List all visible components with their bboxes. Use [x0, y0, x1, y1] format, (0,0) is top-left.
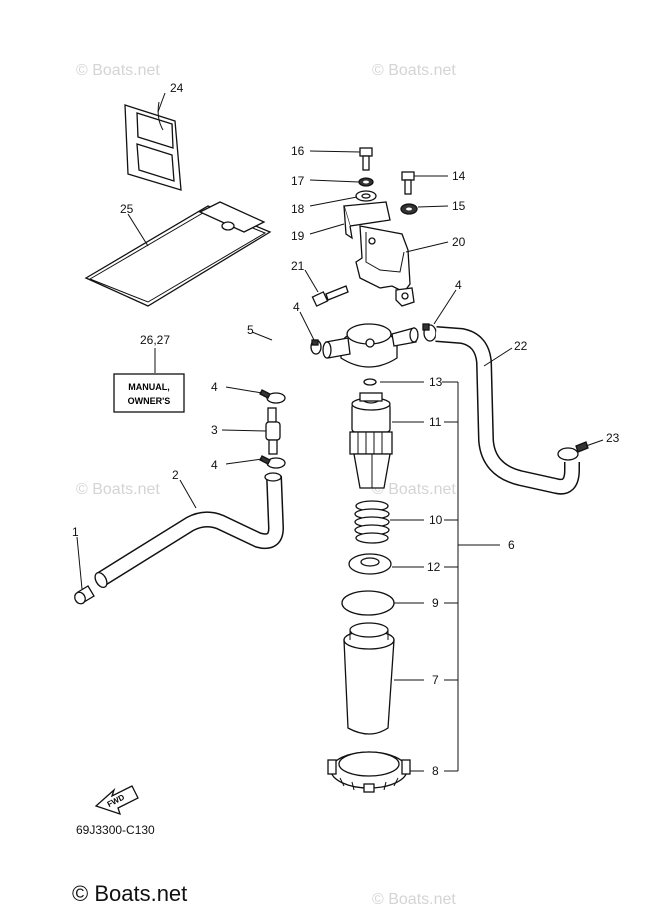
callout-19: 19	[291, 229, 305, 243]
leader-line	[299, 311, 315, 341]
leader-line	[417, 205, 449, 208]
part-16-bolt	[359, 147, 373, 171]
callout-8: 8	[432, 764, 439, 778]
callout-3: 3	[211, 423, 218, 437]
part-12-washer	[348, 553, 392, 575]
callout-7: 7	[432, 673, 439, 687]
fwd-arrow: FWD	[94, 785, 139, 816]
part-14-bolt	[401, 171, 415, 195]
callout-2: 2	[172, 468, 179, 482]
callout-4: 4	[211, 380, 218, 394]
leader-line	[127, 213, 149, 247]
filter-head	[322, 323, 419, 368]
callout-6: 6	[508, 538, 515, 552]
leader-line	[157, 92, 166, 113]
part-4-clamp	[259, 389, 286, 404]
callout-18: 18	[291, 202, 305, 216]
callout-26-27: 26,27	[140, 333, 170, 347]
diagram-code: 69J3300-C130	[76, 823, 155, 837]
part-19-plate	[343, 201, 391, 240]
part-4-clamp	[259, 455, 286, 469]
leader-line	[309, 179, 360, 183]
leader-line	[179, 479, 197, 509]
callout-9: 9	[432, 596, 439, 610]
leader-line	[225, 386, 263, 394]
leader-line	[309, 196, 358, 207]
manual-label-line2: OWNER'S	[128, 396, 171, 406]
part-10-spring	[354, 500, 390, 544]
part-7-filter-cup	[343, 622, 395, 735]
part-26-27-owners-manual: MANUAL, OWNER'S	[113, 373, 185, 413]
watermark: © Boats.net	[372, 891, 456, 908]
footer-copyright: © Boats.net	[72, 881, 188, 906]
leader-line	[304, 269, 319, 293]
callout-4: 4	[455, 278, 462, 292]
callout-24: 24	[170, 81, 184, 95]
part-20-bracket	[355, 225, 415, 307]
watermark: © Boats.net	[76, 62, 160, 79]
callout-10: 10	[429, 513, 443, 527]
callout-14: 14	[452, 169, 466, 183]
part-4-clamp	[310, 339, 322, 355]
leader-line	[483, 347, 513, 367]
callout-25: 25	[120, 202, 134, 216]
callout-1: 1	[72, 525, 79, 539]
callout-16: 16	[291, 144, 305, 158]
callout-17: 17	[291, 174, 305, 188]
part-3-joint	[265, 407, 281, 455]
leader-line	[405, 241, 449, 253]
part-11-filter-element	[349, 392, 393, 489]
part-4-clamp	[422, 323, 437, 342]
leader-line	[221, 429, 267, 432]
callout-5: 5	[247, 323, 254, 337]
callout-15: 15	[452, 199, 466, 213]
callout-21: 21	[291, 259, 305, 273]
part-25-pouch	[84, 201, 272, 307]
watermark: © Boats.net	[76, 481, 160, 498]
part-8-ring-nut	[327, 751, 411, 793]
callout-20: 20	[452, 235, 466, 249]
part-9-o-ring	[341, 590, 395, 616]
callout-12: 12	[427, 560, 441, 574]
leader-line	[309, 150, 361, 153]
part-1-plug	[74, 585, 95, 605]
leader-line	[585, 439, 604, 447]
callout-4: 4	[293, 300, 300, 314]
manual-label-line1: MANUAL,	[128, 382, 170, 392]
leader-line	[251, 331, 273, 341]
callout-22: 22	[514, 339, 528, 353]
watermark: © Boats.net	[372, 481, 456, 498]
leader-line	[309, 223, 345, 235]
part-21-bolt	[311, 285, 349, 307]
leader-line	[76, 536, 83, 590]
callout-13: 13	[429, 375, 443, 389]
callout-11: 11	[429, 415, 442, 429]
leader-line	[225, 458, 263, 465]
part-13-o-ring	[363, 378, 377, 386]
callout-4: 4	[211, 458, 218, 472]
leader-line	[433, 289, 457, 325]
callout-23: 23	[606, 431, 620, 445]
part-24-tag	[124, 101, 182, 191]
watermark: © Boats.net	[372, 62, 456, 79]
part-23-clamp	[557, 441, 589, 461]
